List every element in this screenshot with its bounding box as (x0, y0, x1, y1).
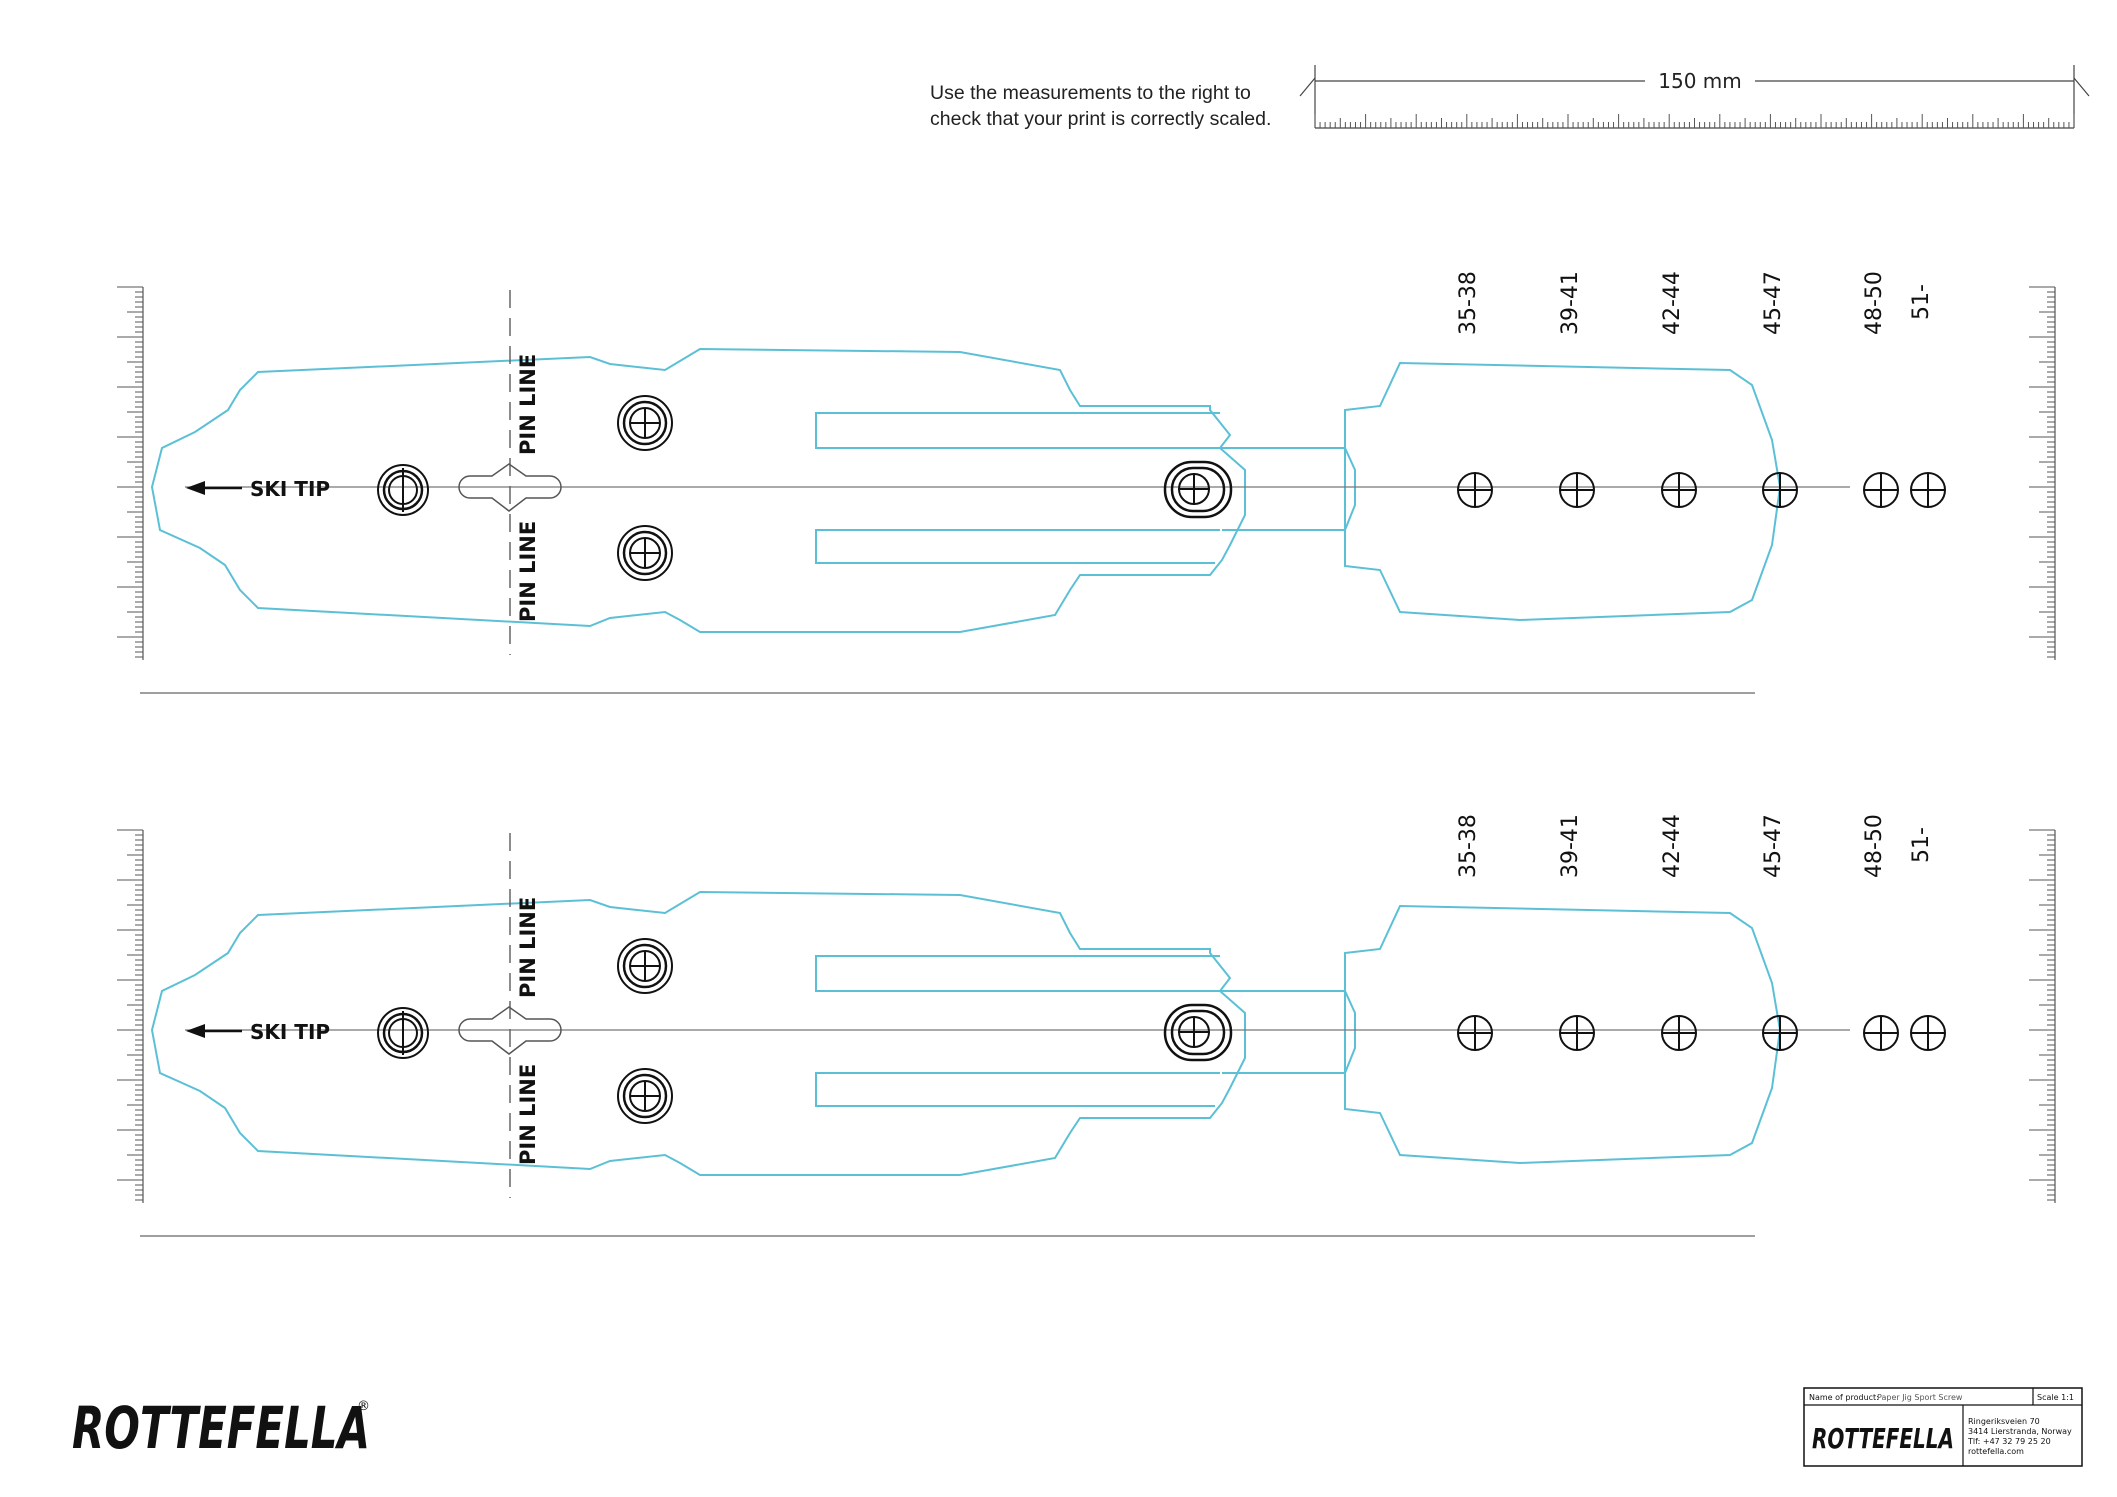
size-label: 39-41 (1558, 814, 1583, 878)
scale-instruction: Use the measurements to the right to che… (930, 80, 1300, 132)
size-label: 42-44 (1660, 271, 1685, 335)
title-block-logo: ROTTEFELLA (1812, 1422, 1954, 1455)
size-label: 48-50 (1862, 814, 1887, 878)
upper-channel-outline (815, 412, 1222, 449)
size-label: 51- (1909, 827, 1934, 863)
pin-line-label-upper: PIN LINE (516, 354, 540, 455)
pin-line-label-upper: PIN LINE (516, 897, 540, 998)
size-label: 39-41 (1558, 271, 1583, 335)
registered-mark: ® (357, 1399, 370, 1414)
jig-2: 35-38 39-41 42-44 45-47 48-50 51- PIN LI… (117, 814, 2056, 1237)
right-ruler (2029, 829, 2056, 1203)
pin-slot (458, 1006, 562, 1055)
product-label: Name of product: (1809, 1393, 1879, 1402)
lower-screw-hole (617, 525, 673, 581)
upper-channel-outline (815, 955, 1222, 992)
product-value: Paper Jig Sport Screw (1877, 1393, 1963, 1402)
instruction-line-1: Use the measurements to the right to (930, 82, 1251, 104)
size-label: 45-47 (1761, 271, 1786, 335)
slot-outline (1222, 990, 1356, 1074)
rear-screw-hole (1163, 1003, 1233, 1062)
scale-value: Scale 1:1 (2037, 1393, 2074, 1402)
size-label: 42-44 (1660, 814, 1685, 878)
front-plate-outline (150, 890, 1246, 1176)
address-line: 3414 Lierstranda, Norway (1968, 1427, 2072, 1436)
address-line: Tlf: +47 32 79 25 20 (1967, 1437, 2051, 1446)
rear-plate-outline (1344, 361, 1782, 622)
upper-screw-hole (617, 938, 673, 994)
address-line: Ringeriksveien 70 (1968, 1417, 2040, 1426)
address-line: rottefella.com (1968, 1447, 2024, 1456)
pin-slot (458, 463, 562, 512)
front-screw-hole (377, 464, 429, 516)
size-hole-42-44 (1661, 1015, 1697, 1051)
size-hole-39-41 (1559, 1015, 1595, 1051)
size-label: 45-47 (1761, 814, 1786, 878)
size-hole-48-50 (1863, 472, 1899, 508)
size-hole-48-50 (1863, 1015, 1899, 1051)
lower-channel-outline (815, 1072, 1220, 1107)
lower-channel-outline (815, 529, 1220, 564)
size-label: 35-38 (1456, 814, 1481, 878)
scale-ticks (1314, 114, 2075, 128)
size-hole-45-47 (1762, 1015, 1798, 1051)
size-hole-39-41 (1559, 472, 1595, 508)
upper-screw-hole (617, 395, 673, 451)
front-screw-hole (377, 1007, 429, 1059)
rottefella-logo: ROTTEFELLA ® (72, 1394, 370, 1462)
size-hole-35-38 (1457, 1015, 1493, 1051)
pin-line-label-lower: PIN LINE (516, 1064, 540, 1165)
rear-screw-hole (1163, 460, 1233, 519)
ski-tip-label: SKI TIP (250, 477, 330, 501)
size-label: 51- (1909, 284, 1934, 320)
ski-tip-arrow (186, 481, 242, 495)
lower-screw-hole (617, 1068, 673, 1124)
scale-label: 150 mm (1658, 69, 1742, 93)
size-hole-45-47 (1762, 472, 1798, 508)
slot-outline (1222, 447, 1356, 531)
instruction-line-2: check that your print is correctly scale… (930, 108, 1272, 130)
brand-wordmark: ROTTEFELLA (72, 1394, 370, 1462)
front-plate-outline (150, 347, 1246, 633)
left-ruler (117, 829, 144, 1203)
jig-1: 35-38 39-41 42-44 45-47 48-50 51- PIN LI… (117, 271, 2056, 694)
size-label: 35-38 (1456, 271, 1481, 335)
pin-line-label-lower: PIN LINE (516, 521, 540, 622)
size-hole-42-44 (1661, 472, 1697, 508)
size-hole-51 (1910, 472, 1946, 508)
title-block: Name of product: Paper Jig Sport Screw S… (1803, 1387, 2083, 1467)
scale-bar: 150 mm (1299, 65, 2090, 129)
left-ruler (117, 286, 144, 660)
ski-tip-label: SKI TIP (250, 1020, 330, 1044)
ski-tip-arrow (186, 1024, 242, 1038)
size-label: 48-50 (1862, 271, 1887, 335)
size-hole-35-38 (1457, 472, 1493, 508)
right-ruler (2029, 286, 2056, 660)
size-hole-51 (1910, 1015, 1946, 1051)
rear-plate-outline (1344, 904, 1782, 1165)
